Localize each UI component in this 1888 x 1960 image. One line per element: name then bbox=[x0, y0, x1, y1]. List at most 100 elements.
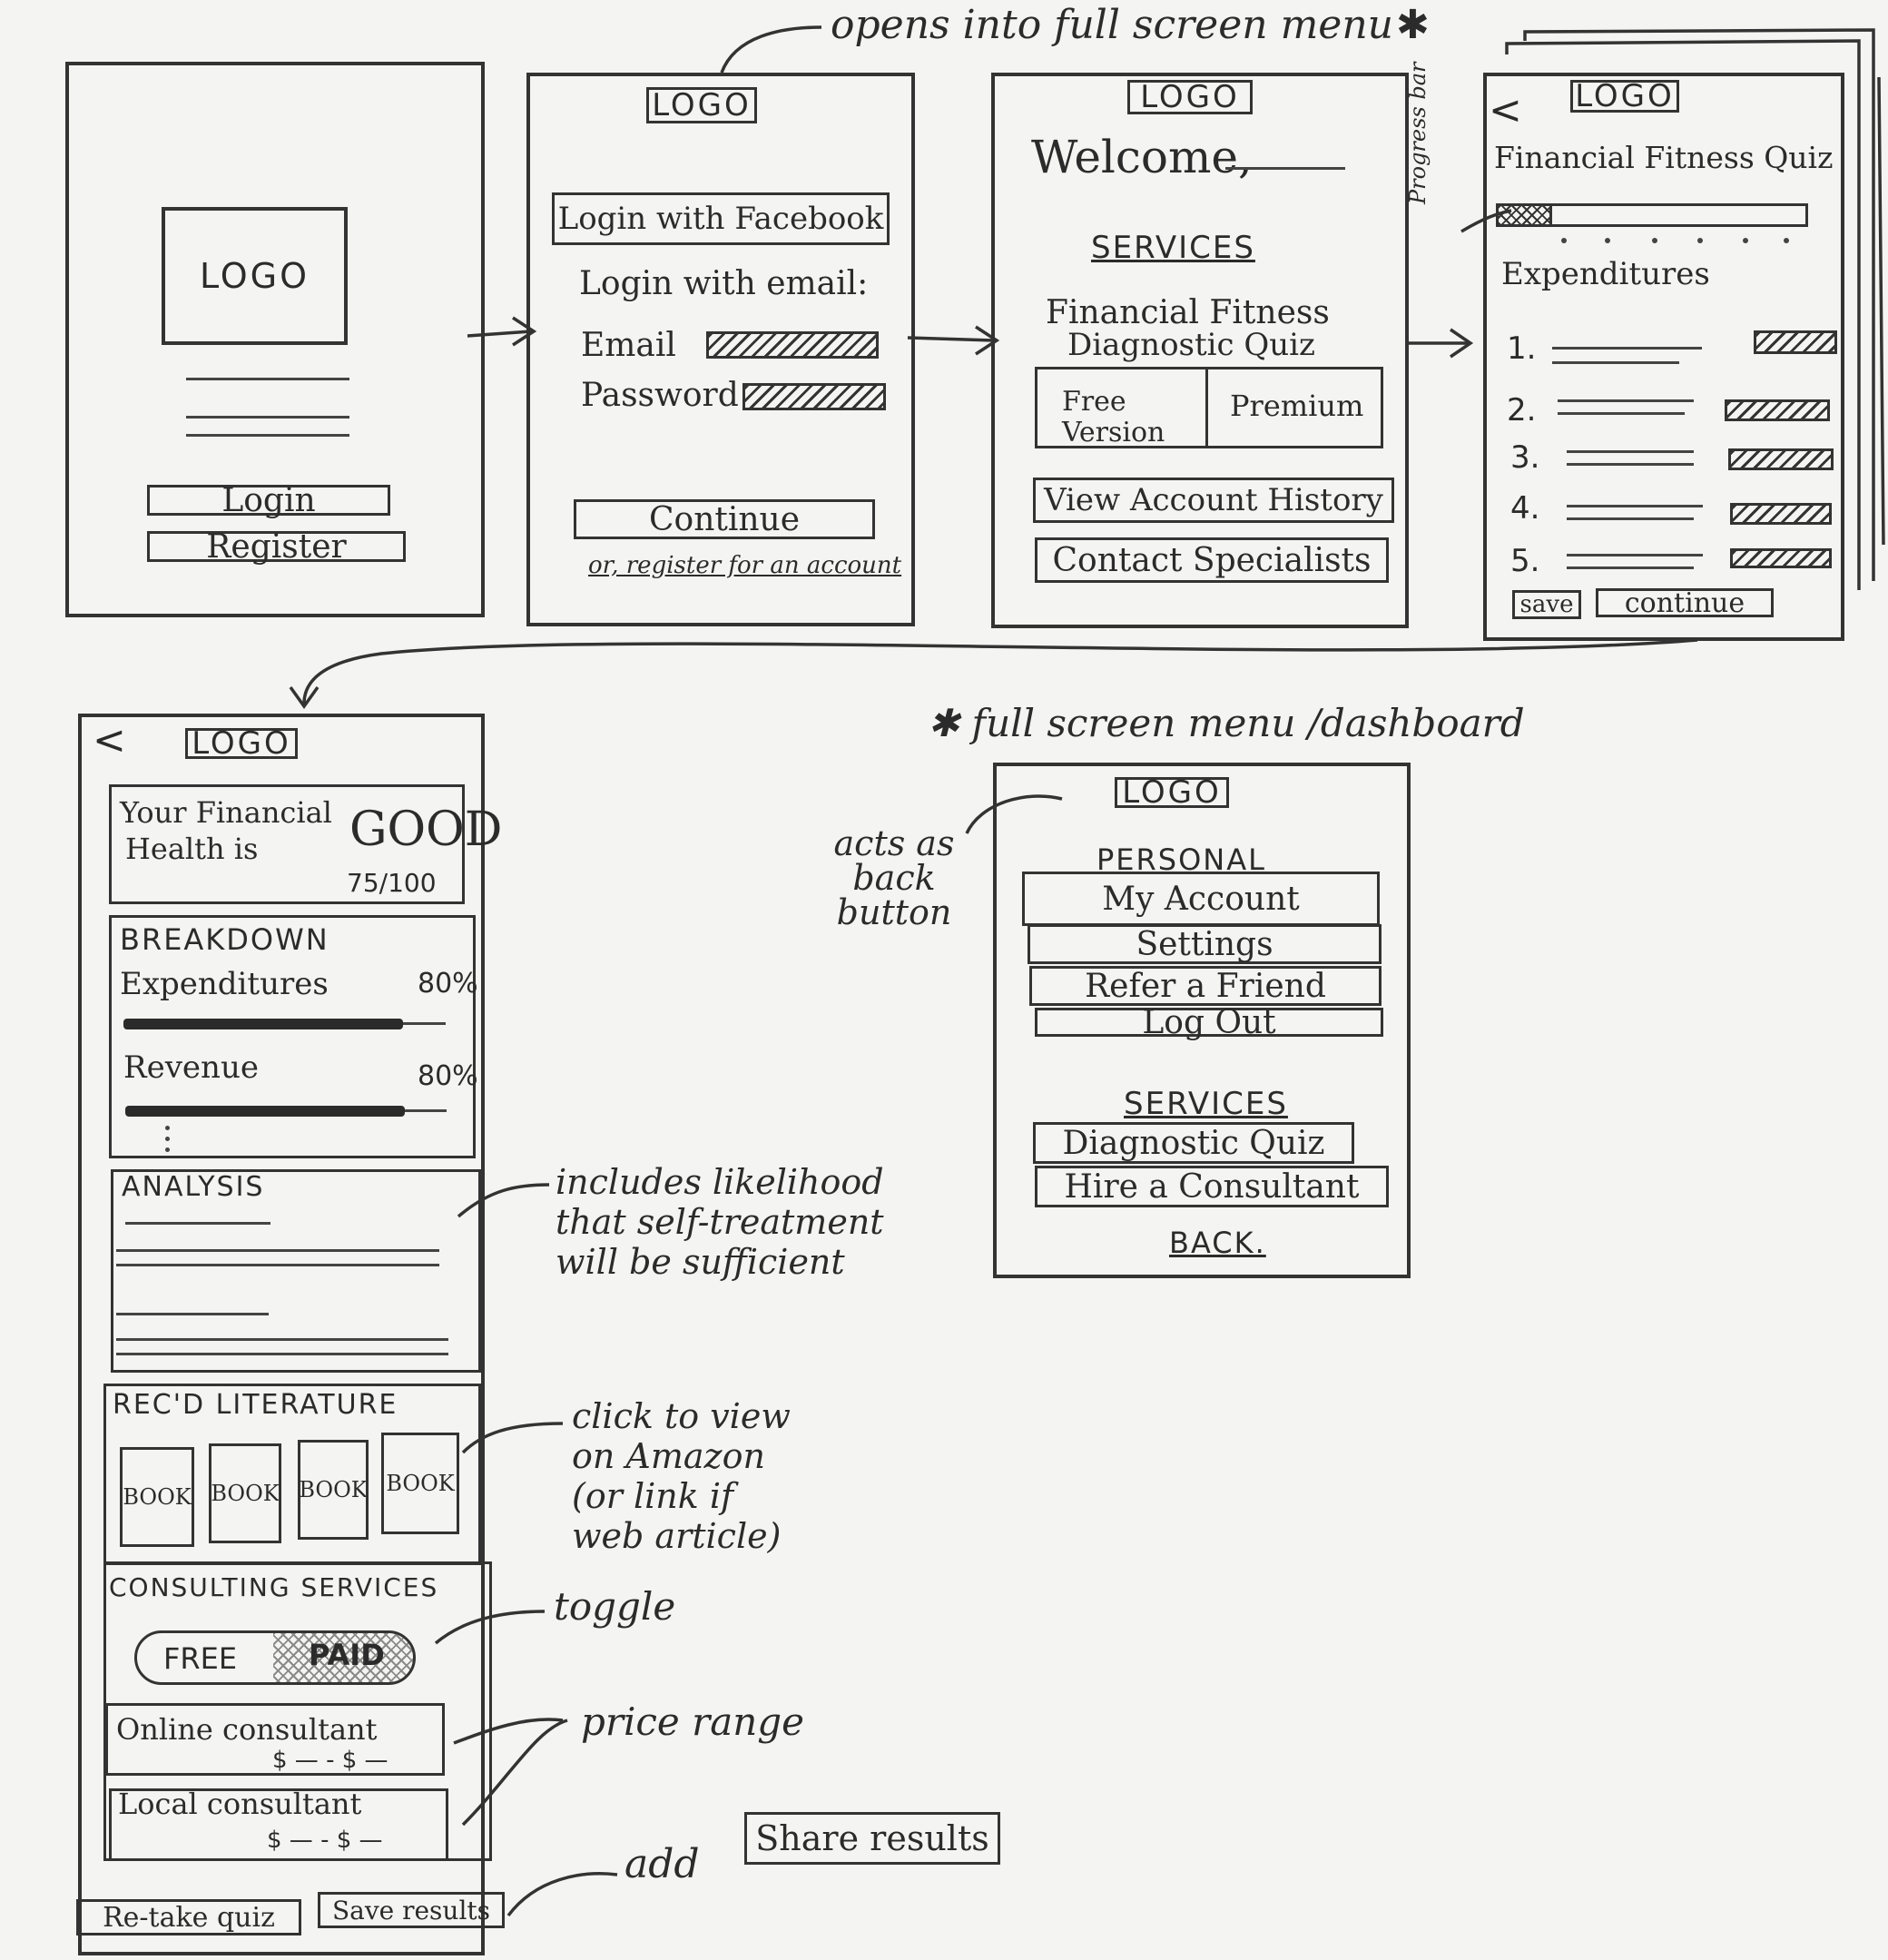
menu-item-log-out[interactable]: Log Out bbox=[1035, 1004, 1383, 1041]
share-results-button[interactable]: Share results bbox=[744, 1812, 1000, 1865]
annotation-click-to-view: click to view on Amazon (or link if web … bbox=[572, 1396, 791, 1556]
quiz-logo: LOGO bbox=[1570, 78, 1679, 114]
quiz-section-title: Expenditures bbox=[1501, 256, 1710, 292]
screen-quiz bbox=[1483, 73, 1844, 641]
menu-logo-back[interactable]: LOGO bbox=[1115, 774, 1229, 811]
premium-button[interactable]: Premium bbox=[1230, 389, 1364, 423]
local-consultant-card[interactable] bbox=[109, 1788, 448, 1861]
quiz-options bbox=[1035, 367, 1383, 448]
health-score: 75/100 bbox=[347, 868, 437, 898]
free-version-button[interactable]: Free Version bbox=[1062, 386, 1165, 448]
literature-heading: REC'D LITERATURE bbox=[113, 1389, 398, 1421]
progress-tick bbox=[1561, 238, 1567, 243]
book-link[interactable]: BOOK bbox=[120, 1447, 194, 1547]
menu-services-heading: SERVICES bbox=[1124, 1086, 1288, 1122]
email-label: Email bbox=[581, 327, 676, 364]
question-line bbox=[1558, 412, 1685, 415]
contact-specialists-button[interactable]: Contact Specialists bbox=[1035, 537, 1389, 583]
breakdown-more-dot bbox=[165, 1137, 170, 1141]
quiz-continue-button[interactable]: continue bbox=[1596, 587, 1774, 619]
splash-logo: LOGO bbox=[162, 207, 348, 345]
health-label-2: Health is bbox=[125, 832, 259, 866]
answer-field[interactable] bbox=[1754, 330, 1837, 354]
facebook-login-button[interactable]: Login with Facebook bbox=[552, 192, 890, 245]
answer-field[interactable] bbox=[1725, 399, 1830, 421]
question-line bbox=[1567, 463, 1694, 466]
revenue-percent: 80% bbox=[418, 1060, 478, 1092]
password-field[interactable] bbox=[742, 383, 886, 410]
analysis-line bbox=[125, 1222, 270, 1225]
question-line bbox=[1552, 347, 1702, 350]
quiz-title-1: Financial Fitness bbox=[1046, 294, 1330, 331]
answer-field[interactable] bbox=[1730, 503, 1832, 525]
continue-button[interactable]: Continue bbox=[574, 499, 875, 539]
annotation-price-range: price range bbox=[581, 1699, 805, 1744]
revenue-label: Revenue bbox=[123, 1049, 259, 1086]
splash-line bbox=[186, 416, 349, 419]
welcome-text: Welcome, bbox=[1031, 131, 1253, 183]
results-back-icon[interactable]: < bbox=[93, 717, 126, 763]
menu-item-hire-consultant[interactable]: Hire a Consultant bbox=[1035, 1166, 1389, 1207]
splash-line bbox=[186, 378, 349, 380]
quiz-title: Financial Fitness Quiz bbox=[1494, 140, 1834, 175]
book-link[interactable]: BOOK bbox=[298, 1440, 369, 1540]
retake-quiz-button[interactable]: Re-take quiz bbox=[76, 1899, 301, 1935]
expenditures-label: Expenditures bbox=[120, 966, 329, 1002]
screen-splash bbox=[65, 62, 485, 617]
analysis-line bbox=[116, 1249, 439, 1252]
menu-dashboard-title: ✱ full screen menu /dashboard bbox=[928, 701, 1525, 745]
question-number: 2. bbox=[1507, 392, 1537, 428]
breakdown-more-dot bbox=[165, 1126, 170, 1130]
quiz-progress-fill bbox=[1496, 203, 1552, 227]
answer-field[interactable] bbox=[1730, 548, 1832, 568]
menu-personal-heading: PERSONAL bbox=[1096, 842, 1266, 877]
health-value: GOOD bbox=[349, 803, 503, 857]
menu-item-refer-friend[interactable]: Refer a Friend bbox=[1029, 966, 1382, 1006]
email-field[interactable] bbox=[706, 331, 879, 359]
register-link[interactable]: or, register for an account bbox=[588, 552, 902, 579]
register-button[interactable]: Register bbox=[147, 528, 406, 566]
answer-field[interactable] bbox=[1728, 448, 1834, 470]
login-logo: LOGO bbox=[646, 87, 757, 123]
quiz-save-button[interactable]: save bbox=[1512, 590, 1581, 619]
quiz-back-icon[interactable]: < bbox=[1489, 87, 1522, 133]
local-consultant-price: $ — - $ — bbox=[267, 1827, 383, 1854]
analysis-heading: ANALYSIS bbox=[122, 1171, 265, 1203]
login-button[interactable]: Login bbox=[147, 482, 390, 519]
book-link[interactable]: BOOK bbox=[381, 1433, 459, 1534]
question-line bbox=[1567, 505, 1703, 507]
consulting-toggle[interactable] bbox=[134, 1630, 416, 1685]
save-results-button[interactable]: Save results bbox=[318, 1892, 505, 1928]
progress-tick bbox=[1743, 238, 1748, 243]
password-label: Password bbox=[581, 377, 739, 414]
menu-back-link[interactable]: BACK. bbox=[1169, 1226, 1266, 1260]
question-number: 4. bbox=[1510, 490, 1540, 527]
expenditures-percent: 80% bbox=[418, 968, 478, 1000]
book-link[interactable]: BOOK bbox=[209, 1443, 281, 1543]
services-heading: SERVICES bbox=[1091, 230, 1255, 266]
annotation-likelihood: includes likelihood that self-treatment … bbox=[556, 1162, 884, 1282]
annotation-back-button: acts as back button bbox=[833, 823, 955, 932]
toggle-paid-fill bbox=[273, 1633, 413, 1682]
progress-tick bbox=[1652, 238, 1657, 243]
screen-menu bbox=[993, 763, 1411, 1278]
analysis-card bbox=[111, 1169, 481, 1373]
consulting-heading: CONSULTING SERVICES bbox=[109, 1572, 439, 1602]
annotation-add: add bbox=[624, 1841, 700, 1887]
question-line bbox=[1567, 450, 1694, 453]
question-line bbox=[1567, 566, 1694, 569]
screen-home bbox=[991, 73, 1409, 628]
menu-item-diagnostic-quiz[interactable]: Diagnostic Quiz bbox=[1033, 1122, 1354, 1164]
menu-item-my-account[interactable]: My Account bbox=[1022, 872, 1380, 926]
question-number: 3. bbox=[1510, 439, 1540, 476]
menu-item-settings[interactable]: Settings bbox=[1028, 924, 1382, 964]
toggle-paid-label[interactable]: PAID bbox=[309, 1638, 385, 1672]
view-account-history-button[interactable]: View Account History bbox=[1033, 478, 1394, 523]
annotation-star: ✱ bbox=[1396, 2, 1430, 48]
question-line bbox=[1552, 361, 1679, 364]
toggle-free-label[interactable]: FREE bbox=[163, 1641, 238, 1676]
online-consultant-label: Online consultant bbox=[116, 1712, 378, 1747]
home-logo: LOGO bbox=[1127, 79, 1253, 115]
online-consultant-card[interactable] bbox=[105, 1703, 445, 1776]
annotation-toggle: toggle bbox=[554, 1584, 676, 1629]
